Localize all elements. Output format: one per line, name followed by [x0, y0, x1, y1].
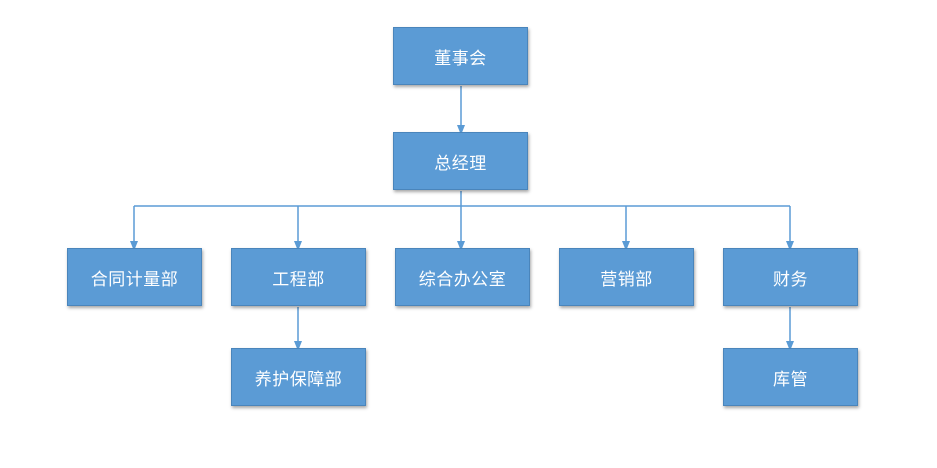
node-general-office: 综合办公室 — [395, 248, 530, 306]
node-warehouse: 库管 — [723, 348, 858, 406]
node-engineering: 工程部 — [231, 248, 366, 306]
node-contract-metering-label: 合同计量部 — [90, 269, 179, 290]
node-marketing: 营销部 — [559, 248, 694, 306]
node-maintenance-label: 养护保障部 — [254, 369, 343, 390]
node-finance-label: 财务 — [773, 269, 808, 290]
node-board: 董事会 — [393, 27, 528, 85]
node-general-manager-label: 总经理 — [434, 153, 487, 174]
node-finance: 财务 — [723, 248, 858, 306]
node-general-office-label: 综合办公室 — [418, 269, 507, 290]
node-board-label: 董事会 — [434, 48, 487, 69]
node-marketing-label: 营销部 — [600, 269, 653, 290]
node-maintenance: 养护保障部 — [231, 348, 366, 406]
node-contract-metering: 合同计量部 — [67, 248, 202, 306]
node-engineering-label: 工程部 — [272, 269, 325, 290]
node-warehouse-label: 库管 — [773, 369, 808, 390]
node-general-manager: 总经理 — [393, 132, 528, 190]
